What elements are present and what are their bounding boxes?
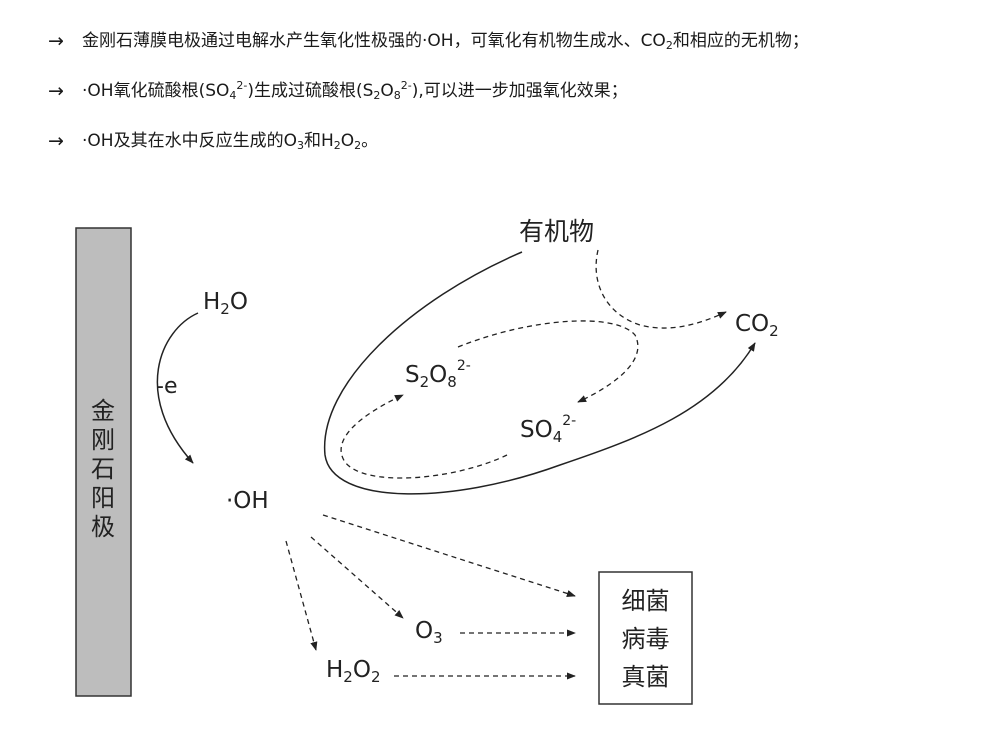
svg-text:石: 石: [91, 455, 115, 483]
bullet-3: → ·OH及其在水中反应生成的O3和H2O2。: [48, 126, 988, 176]
sulfate-label: SO42-: [520, 413, 576, 446]
organic-matter-label: 有机物: [519, 217, 594, 246]
microbes-list: 细菌 病毒 真菌: [622, 587, 670, 691]
target-virus: 病毒: [622, 625, 670, 653]
bullet-arrow: →: [48, 30, 64, 52]
svg-text:刚: 刚: [91, 426, 115, 454]
bullet-2: → ·OH氧化硫酸根(SO42-)生成过硫酸根(S2O82-),可以进一步加强氧…: [48, 76, 988, 126]
svg-text:极: 极: [91, 513, 115, 541]
target-fungi: 真菌: [622, 663, 670, 691]
h2o-to-oh-arrow: [156, 312, 199, 464]
diamond-anode: [75, 227, 132, 697]
bullet-3-text: ·OH及其在水中反应生成的O3和H2O2。: [82, 131, 379, 152]
organic-to-co2-arrow: [595, 249, 727, 329]
svg-text:金: 金: [91, 397, 115, 425]
bullet-1-text: 金刚石薄膜电极通过电解水产生氧化性极强的·OH，可氧化有机物生成水、CO2和相应…: [82, 31, 809, 52]
bullet-2-text: ·OH氧化硫酸根(SO42-)生成过硫酸根(S2O82-),可以进一步加强氧化效…: [82, 79, 628, 102]
anode-label: 金 刚 石 阳 极: [91, 397, 115, 541]
oh-to-microbes-arrow: [322, 514, 576, 597]
h2o-label: H2O: [203, 289, 248, 318]
target-bacteria: 细菌: [622, 587, 670, 615]
bullet-arrow: →: [48, 80, 64, 102]
bullet-1: → 金刚石薄膜电极通过电解水产生氧化性极强的·OH，可氧化有机物生成水、CO2和…: [48, 26, 988, 76]
bullet-list: → 金刚石薄膜电极通过电解水产生氧化性极强的·OH，可氧化有机物生成水、CO2和…: [48, 26, 988, 176]
ozone-label: O3: [415, 618, 443, 647]
sulfate-to-persulfate-arrow: [340, 394, 508, 479]
microbes-box: [598, 571, 693, 705]
co2-label: CO2: [735, 311, 779, 340]
hydrogen-peroxide-label: H2O2: [326, 657, 381, 686]
bullet-arrow: →: [48, 130, 64, 152]
electron-loss-label: -e: [156, 374, 177, 399]
oh-to-h2o2-arrow: [285, 540, 318, 651]
persulfate-to-sulfate-arrow: [457, 320, 639, 403]
svg-text:阳: 阳: [91, 484, 115, 512]
oh-oxidizes-organic-loop: [323, 251, 756, 495]
oh-to-o3-arrow: [310, 536, 404, 619]
hydroxyl-radical-label: ·OH: [226, 488, 269, 514]
persulfate-label: S2O82-: [405, 358, 471, 391]
